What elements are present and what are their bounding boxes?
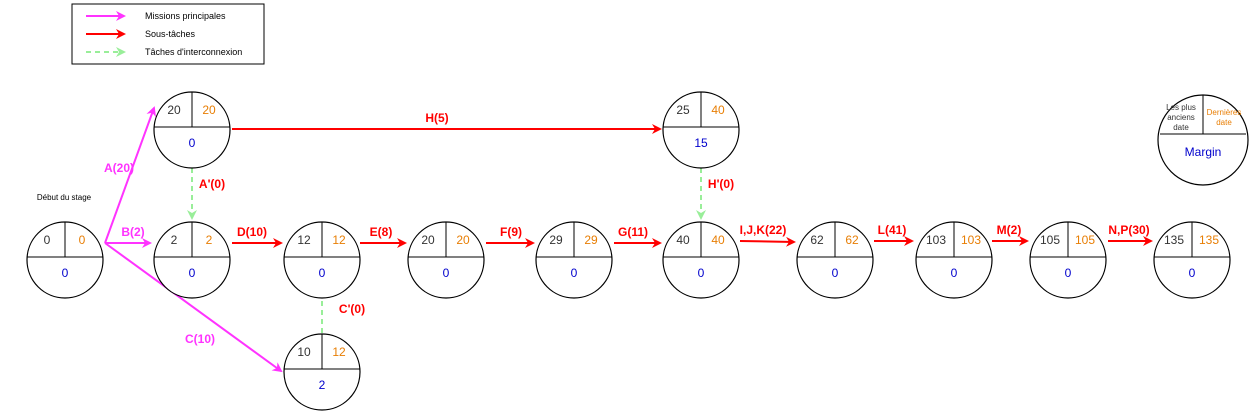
edge-label-start-a: A(20) — [104, 161, 134, 175]
node-g: 40 40 0 — [662, 221, 740, 299]
node-margin: 2 — [319, 378, 326, 392]
edge-label-start-c: C(10) — [185, 332, 215, 346]
node-early-date: 25 — [676, 103, 690, 117]
node-a: 20 20 0 — [153, 91, 231, 169]
node-d: 12 12 0 — [283, 221, 361, 299]
node-late-date: 62 — [845, 233, 859, 247]
node-late-date: 0 — [79, 233, 86, 247]
edge-label-ijk-l: L(41) — [878, 223, 907, 237]
node-c: 10 12 2 — [283, 333, 361, 411]
edge-label-a-b: A'(0) — [199, 177, 225, 191]
node-margin: 15 — [694, 136, 708, 150]
node-late-date: 2 — [206, 233, 213, 247]
node-h: 25 40 15 — [662, 91, 740, 169]
node-late-date: 20 — [456, 233, 470, 247]
edge-label-c-d: C'(0) — [339, 302, 365, 316]
node-late-date: 105 — [1075, 233, 1095, 247]
legend-label: Tâches d'interconnexion — [145, 47, 242, 57]
edge-g-ijk — [739, 236, 796, 247]
edges — [104, 106, 1153, 373]
legend-item-sub: Sous-tâches — [86, 29, 196, 39]
node-margin: 0 — [189, 266, 196, 280]
node-late-date: 103 — [961, 233, 981, 247]
node-margin: 0 — [951, 266, 958, 280]
node-late-date: 135 — [1199, 233, 1219, 247]
node-e: 20 20 0 — [407, 221, 485, 299]
edge-label-d-e: E(8) — [370, 225, 393, 239]
node-margin: 0 — [443, 266, 450, 280]
node-margin: 0 — [189, 136, 196, 150]
node-early-date: 135 — [1164, 233, 1184, 247]
legend-item-link: Tâches d'interconnexion — [86, 47, 242, 57]
node-f: 29 29 0 — [535, 221, 613, 299]
key-node: Les plus anciens date Dernières date Mar… — [1157, 94, 1249, 186]
node-early-date: 10 — [297, 345, 311, 359]
legend-label: Sous-tâches — [145, 29, 196, 39]
node-late-date: 12 — [332, 233, 346, 247]
node-early-date: 62 — [810, 233, 824, 247]
node-late-date: 40 — [711, 233, 725, 247]
key-early-line-2: anciens — [1167, 113, 1195, 122]
node-early-date: 105 — [1040, 233, 1060, 247]
legend: Missions principales Sous-tâches Tâches … — [71, 3, 265, 65]
edge-label-g-ijk: I,J,K(22) — [740, 223, 787, 237]
legend-label: Missions principales — [145, 11, 226, 21]
node-margin: 0 — [1189, 266, 1196, 280]
edge-labels: A(20) B(2) C(10) H(5) A'(0) D(10) C'(0) E(8) F(9… — [104, 111, 1150, 346]
node-margin: 0 — [1065, 266, 1072, 280]
edge-label-a-h: H(5) — [425, 111, 448, 125]
node-np: 135 135 0 — [1153, 221, 1231, 299]
node-margin: 0 — [698, 266, 705, 280]
key-late-line-2: date — [1216, 118, 1232, 127]
node-late-date: 40 — [711, 103, 725, 117]
node-early-date: 20 — [167, 103, 181, 117]
start-label: Début du stage — [37, 193, 92, 202]
node-margin: 0 — [571, 266, 578, 280]
edge-label-b-d: D(10) — [237, 225, 267, 239]
legend-item-main: Missions principales — [86, 11, 226, 21]
node-b: 2 2 0 — [153, 221, 231, 299]
edge-label-f-g: G(11) — [618, 225, 648, 239]
edge-start-a — [104, 106, 156, 244]
key-early-line-1: Les plus — [1166, 103, 1196, 112]
edge-start-c — [104, 242, 283, 373]
node-ijk: 62 62 0 — [796, 221, 874, 299]
edge-label-m-np: N,P(30) — [1108, 223, 1149, 237]
node-early-date: 40 — [676, 233, 690, 247]
node-margin: 0 — [832, 266, 839, 280]
node-start: 0 0 0 — [26, 221, 104, 299]
edge-label-start-b: B(2) — [121, 225, 144, 239]
edge-label-e-f: F(9) — [500, 225, 522, 239]
key-early-line-3: date — [1173, 123, 1189, 132]
node-early-date: 103 — [926, 233, 946, 247]
key-margin: Margin — [1185, 145, 1222, 159]
key-late-line-1: Dernières — [1207, 108, 1242, 117]
node-l: 103 103 0 — [915, 221, 993, 299]
edge-label-l-m: M(2) — [997, 223, 1022, 237]
node-early-date: 0 — [44, 233, 51, 247]
node-early-date: 12 — [297, 233, 311, 247]
edge-label-h-g: H'(0) — [708, 177, 734, 191]
node-margin: 0 — [62, 266, 69, 280]
node-late-date: 20 — [202, 103, 216, 117]
node-early-date: 2 — [171, 233, 178, 247]
node-m: 105 105 0 — [1029, 221, 1107, 299]
node-late-date: 12 — [332, 345, 346, 359]
node-late-date: 29 — [584, 233, 598, 247]
node-margin: 0 — [319, 266, 326, 280]
node-early-date: 20 — [421, 233, 435, 247]
node-early-date: 29 — [549, 233, 563, 247]
